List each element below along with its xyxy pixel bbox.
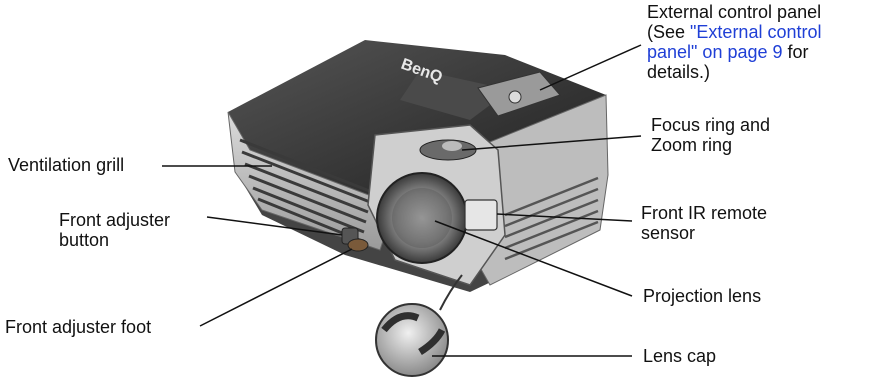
link-external-control-panel[interactable]: "External control <box>690 22 821 42</box>
label-lens-cap: Lens cap <box>643 346 716 366</box>
link-external-control-panel-page[interactable]: panel" on page 9 <box>647 42 783 62</box>
label-projection-lens: Projection lens <box>643 286 761 306</box>
lens-inner-glass <box>392 188 452 248</box>
label-external-control-panel: External control panel (See "External co… <box>647 2 821 82</box>
label-front-adjuster-foot: Front adjuster foot <box>5 317 151 337</box>
label-focus-ring: Focus ring and Zoom ring <box>651 115 770 155</box>
zoom-ring-knob[interactable] <box>442 141 462 151</box>
label-ventilation-grill: Ventilation grill <box>8 155 124 175</box>
label-front-adjuster-button: Front adjuster button <box>59 210 170 250</box>
label-front-ir-sensor: Front IR remote sensor <box>641 203 767 243</box>
front-ir-sensor <box>465 200 497 230</box>
leader-external-control-panel <box>540 45 641 90</box>
leader-front-adjuster-foot <box>200 249 352 326</box>
control-panel-dpad[interactable] <box>509 91 521 103</box>
